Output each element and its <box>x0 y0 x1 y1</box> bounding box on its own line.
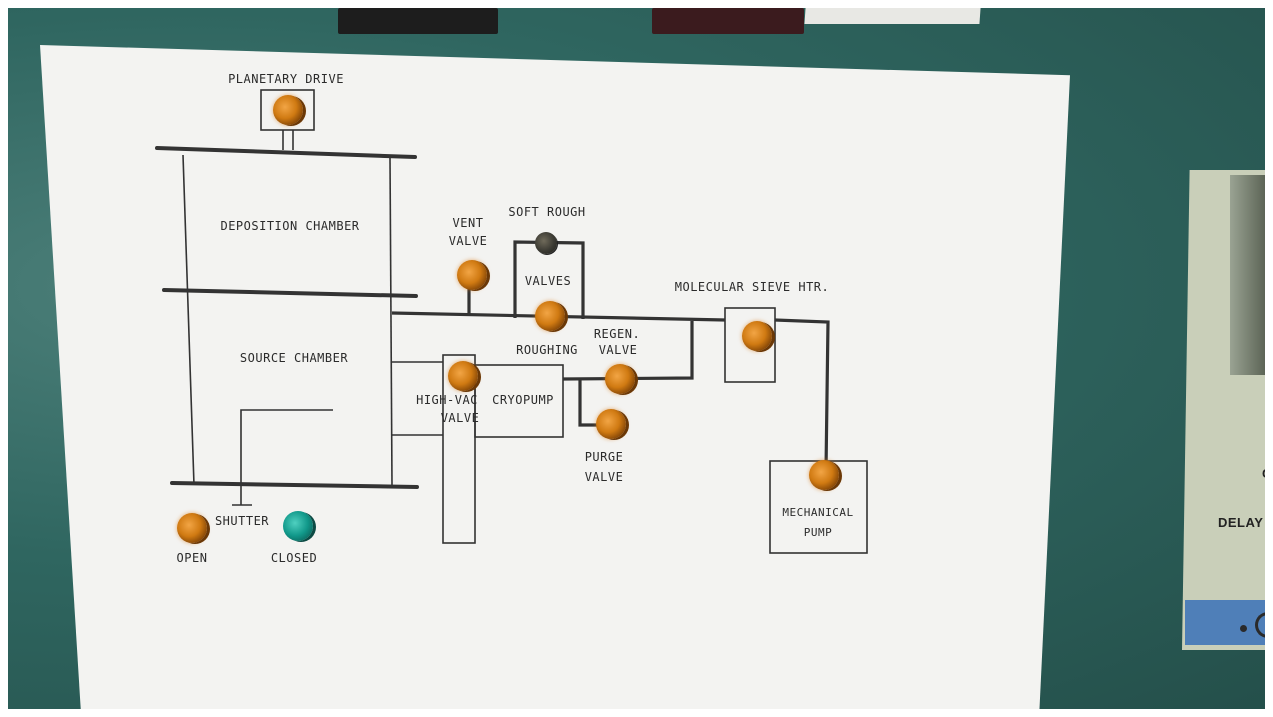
mechanical-pump-lamp <box>809 460 839 490</box>
label-planetary-drive: PLANETARY DRIVE <box>228 72 344 86</box>
high-vac-valve-lamp <box>448 361 478 391</box>
purge-valve-lamp <box>596 409 626 439</box>
label-valves: VALVES <box>524 274 572 288</box>
label-source-chamber: SOURCE CHAMBER <box>239 351 349 365</box>
top-indicator-left <box>338 8 498 34</box>
roughing-valve-lamp <box>535 301 565 331</box>
planetary-drive-lamp <box>273 95 303 125</box>
label-closed: CLOSED <box>270 551 318 565</box>
side-label-delay: DELAY <box>1218 515 1264 530</box>
shutter-closed-lamp <box>283 511 313 541</box>
side-knob[interactable] <box>1255 612 1273 638</box>
label-purge: PURGE <box>584 450 624 464</box>
label-vent: VENT <box>452 216 484 230</box>
side-screw <box>1240 625 1247 632</box>
vent-valve-lamp <box>457 260 487 290</box>
label-high-vac-valve: VALVE <box>440 411 480 425</box>
label-cryopump: CRYOPUMP <box>492 393 554 407</box>
label-deposition-chamber: DEPOSITION CHAMBER <box>220 219 360 233</box>
label-vent-valve: VALVE <box>448 234 488 248</box>
label-regen-valve: VALVE <box>598 343 638 357</box>
label-soft-rough: SOFT ROUGH <box>508 205 586 219</box>
mimic-panel <box>40 45 1070 717</box>
label-high-vac: HIGH-VAC <box>416 393 478 407</box>
label-regen: REGEN. <box>593 327 641 341</box>
label-molecular-sieve-htr: MOLECULAR SIEVE HTR. <box>674 280 830 294</box>
label-shutter: SHUTTER <box>214 514 270 528</box>
molecular-sieve-lamp <box>742 321 772 351</box>
soft-rough-lamp <box>535 232 557 254</box>
label-roughing: ROUGHING <box>516 343 578 357</box>
top-indicator-right <box>652 8 804 34</box>
label-mechanical: MECHANICAL <box>782 506 854 519</box>
label-open: OPEN <box>176 551 208 565</box>
shutter-open-lamp <box>177 513 207 543</box>
label-purge-valve: VALVE <box>584 470 624 484</box>
regen-valve-lamp <box>605 364 635 394</box>
label-pump: PUMP <box>803 526 833 539</box>
